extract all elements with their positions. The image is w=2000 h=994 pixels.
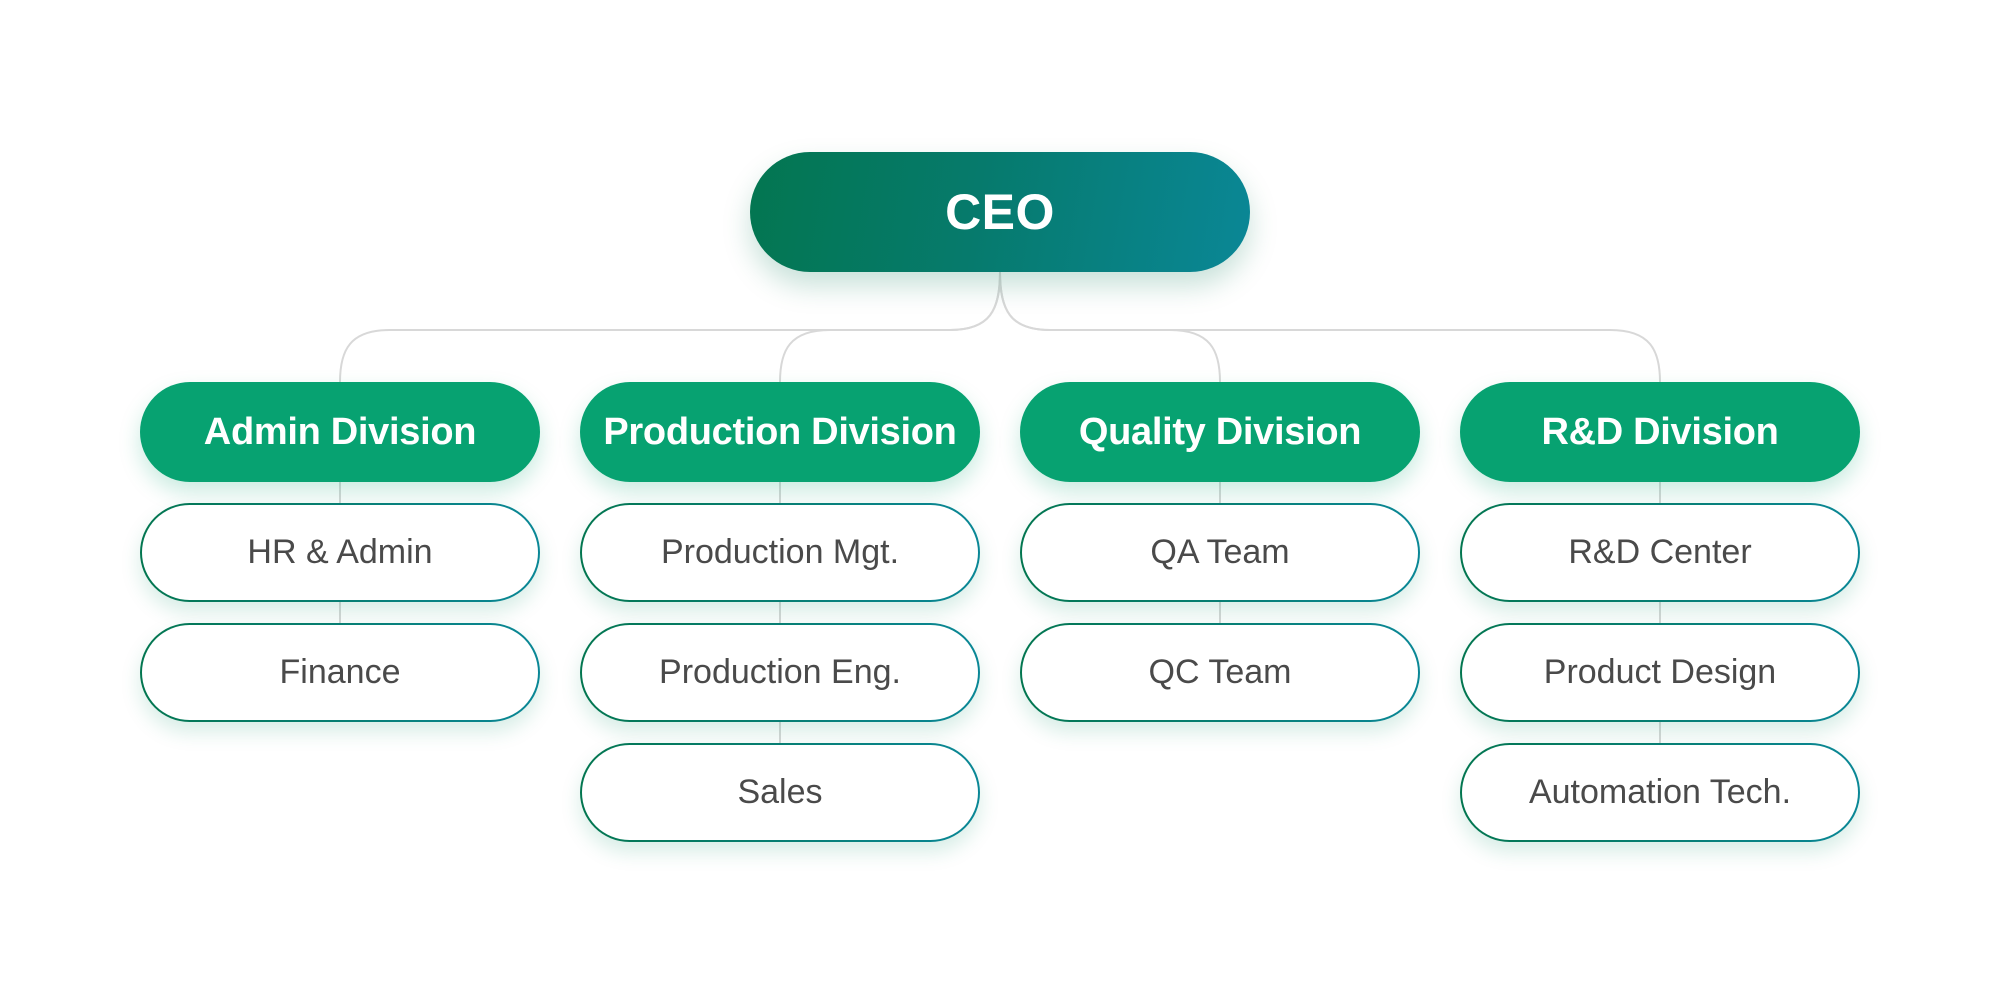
quality-division-node[interactable]: Quality Division: [1020, 382, 1420, 482]
unit-label: Product Design: [1543, 653, 1777, 691]
division-label: R&D Division: [1541, 410, 1779, 453]
unit-label: HR & Admin: [247, 533, 433, 571]
connector-quality: [999, 271, 1221, 383]
unit-node-production-mgt[interactable]: Production Mgt.: [580, 503, 980, 602]
unit-label: Automation Tech.: [1528, 773, 1792, 811]
division-label: Admin Division: [203, 410, 477, 453]
quality-division-column: Quality Division QA Team QC Team: [1020, 382, 1420, 722]
ceo-node[interactable]: CEO: [750, 152, 1250, 272]
unit-node-qc-team[interactable]: QC Team: [1020, 623, 1420, 722]
unit-label: Production Mgt.: [660, 533, 900, 571]
admin-connector-line: [339, 482, 341, 722]
unit-label: R&D Center: [1568, 533, 1752, 571]
unit-label: QC Team: [1148, 653, 1292, 691]
production-division-column: Production Division Production Mgt. Prod…: [580, 382, 980, 842]
unit-node-production-eng[interactable]: Production Eng.: [580, 623, 980, 722]
admin-division-column: Admin Division HR & Admin Finance: [140, 382, 540, 722]
unit-label: Finance: [279, 653, 401, 691]
unit-label: Sales: [737, 773, 823, 811]
unit-label: Production Eng.: [659, 653, 901, 691]
rnd-division-column: R&D Division R&D Center Product Design A…: [1460, 382, 1860, 842]
unit-node-qa-team[interactable]: QA Team: [1020, 503, 1420, 602]
unit-node-product-design[interactable]: Product Design: [1460, 623, 1860, 722]
connector-production: [779, 271, 1001, 383]
connector-admin: [339, 271, 1001, 383]
production-division-node[interactable]: Production Division: [580, 382, 980, 482]
rnd-division-node[interactable]: R&D Division: [1460, 382, 1860, 482]
connector-rnd: [999, 271, 1661, 383]
division-label: Quality Division: [1078, 410, 1362, 453]
ceo-label: CEO: [945, 184, 1055, 240]
unit-node-rnd-center[interactable]: R&D Center: [1460, 503, 1860, 602]
admin-division-node[interactable]: Admin Division: [140, 382, 540, 482]
unit-node-automation-tech[interactable]: Automation Tech.: [1460, 743, 1860, 842]
quality-connector-line: [1219, 482, 1221, 722]
unit-node-finance[interactable]: Finance: [140, 623, 540, 722]
unit-label: QA Team: [1150, 533, 1290, 571]
division-label: Production Division: [603, 410, 957, 453]
unit-node-hr-admin[interactable]: HR & Admin: [140, 503, 540, 602]
unit-node-sales[interactable]: Sales: [580, 743, 980, 842]
